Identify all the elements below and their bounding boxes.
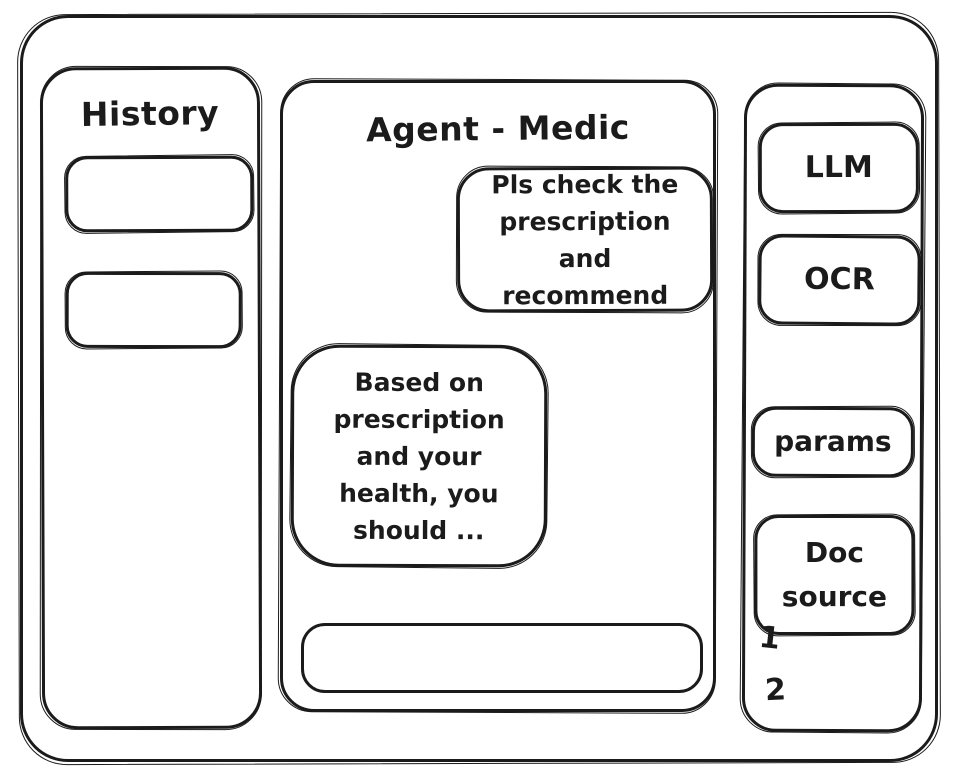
tools-panel: LLM OCR params Doc source 1 2: [741, 83, 925, 733]
history-title: History: [80, 93, 220, 134]
message-input[interactable]: [301, 623, 703, 693]
user-message-text: Pls check the prescription and recommend: [491, 169, 679, 310]
agent-message-text: Based on prescription and your health, y…: [333, 367, 505, 545]
doc-source-button[interactable]: Doc source: [754, 515, 915, 636]
ocr-button[interactable]: OCR: [758, 234, 921, 326]
user-message-bubble: Pls check the prescription and recommend: [456, 166, 714, 313]
agent-message-bubble: Based on prescription and your health, y…: [290, 344, 548, 568]
llm-button[interactable]: LLM: [758, 122, 919, 214]
history-item[interactable]: [65, 155, 254, 233]
doc-source-item-2[interactable]: 2: [764, 672, 787, 709]
app-window: History Agent - Medic Pls check the pres…: [20, 15, 938, 762]
chat-title: Agent - Medic: [365, 107, 631, 150]
params-button[interactable]: params: [751, 406, 915, 478]
doc-source-button-label: Doc source: [781, 536, 888, 614]
history-panel: History: [39, 66, 263, 730]
doc-source-item-1[interactable]: 1: [757, 619, 782, 657]
history-item[interactable]: [65, 271, 242, 349]
chat-panel: Agent - Medic Pls check the prescription…: [280, 80, 716, 712]
